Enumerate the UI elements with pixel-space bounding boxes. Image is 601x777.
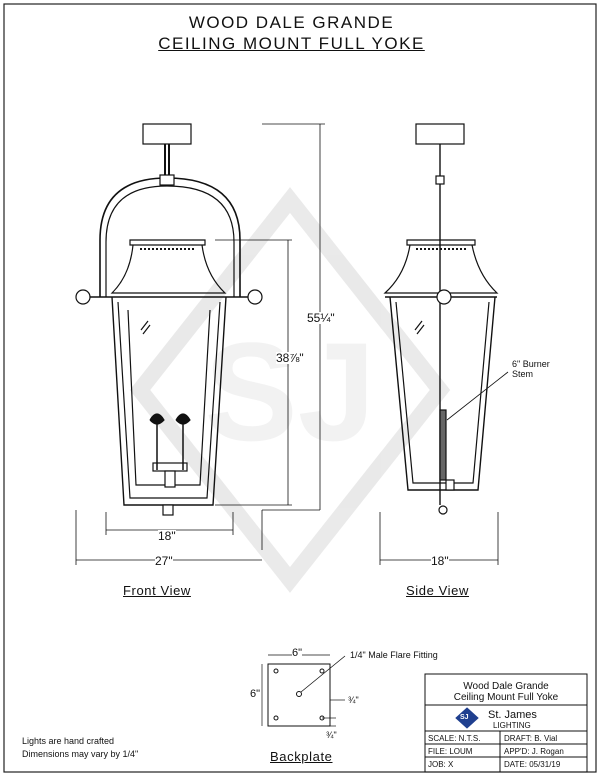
front-dim-width-total: 27" [155, 554, 173, 568]
page-title-line1: WOOD DALE GRANDE [188, 13, 395, 32]
backplate-fitting-callout: 1/4" Male Flare Fitting [350, 650, 438, 660]
title-block-job: JOB: X [428, 760, 454, 769]
side-canopy [415, 123, 465, 145]
backplate-dim-hole-b: ¾" [326, 730, 337, 740]
backplate-dim-hole-a: ¾" [348, 695, 359, 705]
title-block-frame [424, 673, 588, 773]
page-title-line2: CEILING MOUNT FULL YOKE [158, 34, 425, 53]
backplate-dim-height: 6" [250, 688, 261, 700]
side-view-drawing [383, 123, 509, 515]
title-block-company-line2: LIGHTING [493, 721, 531, 730]
side-dim-width: 18" [431, 554, 449, 568]
page-border [3, 3, 597, 773]
side-view-label: Side View [406, 583, 469, 598]
title-block-scale: SCALE: N.T.S. [428, 734, 481, 743]
front-dim-width-body: 18" [158, 529, 176, 543]
backplate-drawing [261, 654, 346, 727]
front-view-label: Front View [123, 583, 191, 598]
watermark-text: SJ [204, 313, 375, 470]
title-block-name-line1: Wood Dale Grande [463, 681, 549, 692]
front-view-drawing [75, 123, 263, 516]
watermark: SJ [129, 187, 451, 593]
front-dim-height-body: 38⅞" [276, 351, 304, 365]
backplate-label: Backplate [270, 749, 333, 764]
side-body [389, 296, 496, 491]
title-block-name-line2: Ceiling Mount Full Yoke [453, 692, 559, 703]
title-block-logo-text: SJ [460, 714, 469, 721]
side-callout-line1: 6" Burner [512, 359, 550, 369]
front-dim-height-total: 55¼" [307, 311, 335, 325]
backplate-dim-width: 6" [292, 647, 303, 659]
title-block-draft: DRAFT: B. Vial [504, 734, 558, 743]
title-block-date: DATE: 05/31/19 [504, 760, 561, 769]
side-callout-line2: Stem [512, 369, 534, 379]
front-canopy [142, 123, 192, 145]
note-line1: Lights are hand crafted [22, 736, 115, 746]
title-block-company-line1: St. James [488, 709, 537, 721]
title-block-approved: APP'D: J. Rogan [504, 747, 564, 756]
title-block-file: FILE: LOUM [428, 747, 473, 756]
backplate-rect [267, 663, 331, 727]
note-line2: Dimensions may vary by 1/4" [22, 749, 139, 759]
